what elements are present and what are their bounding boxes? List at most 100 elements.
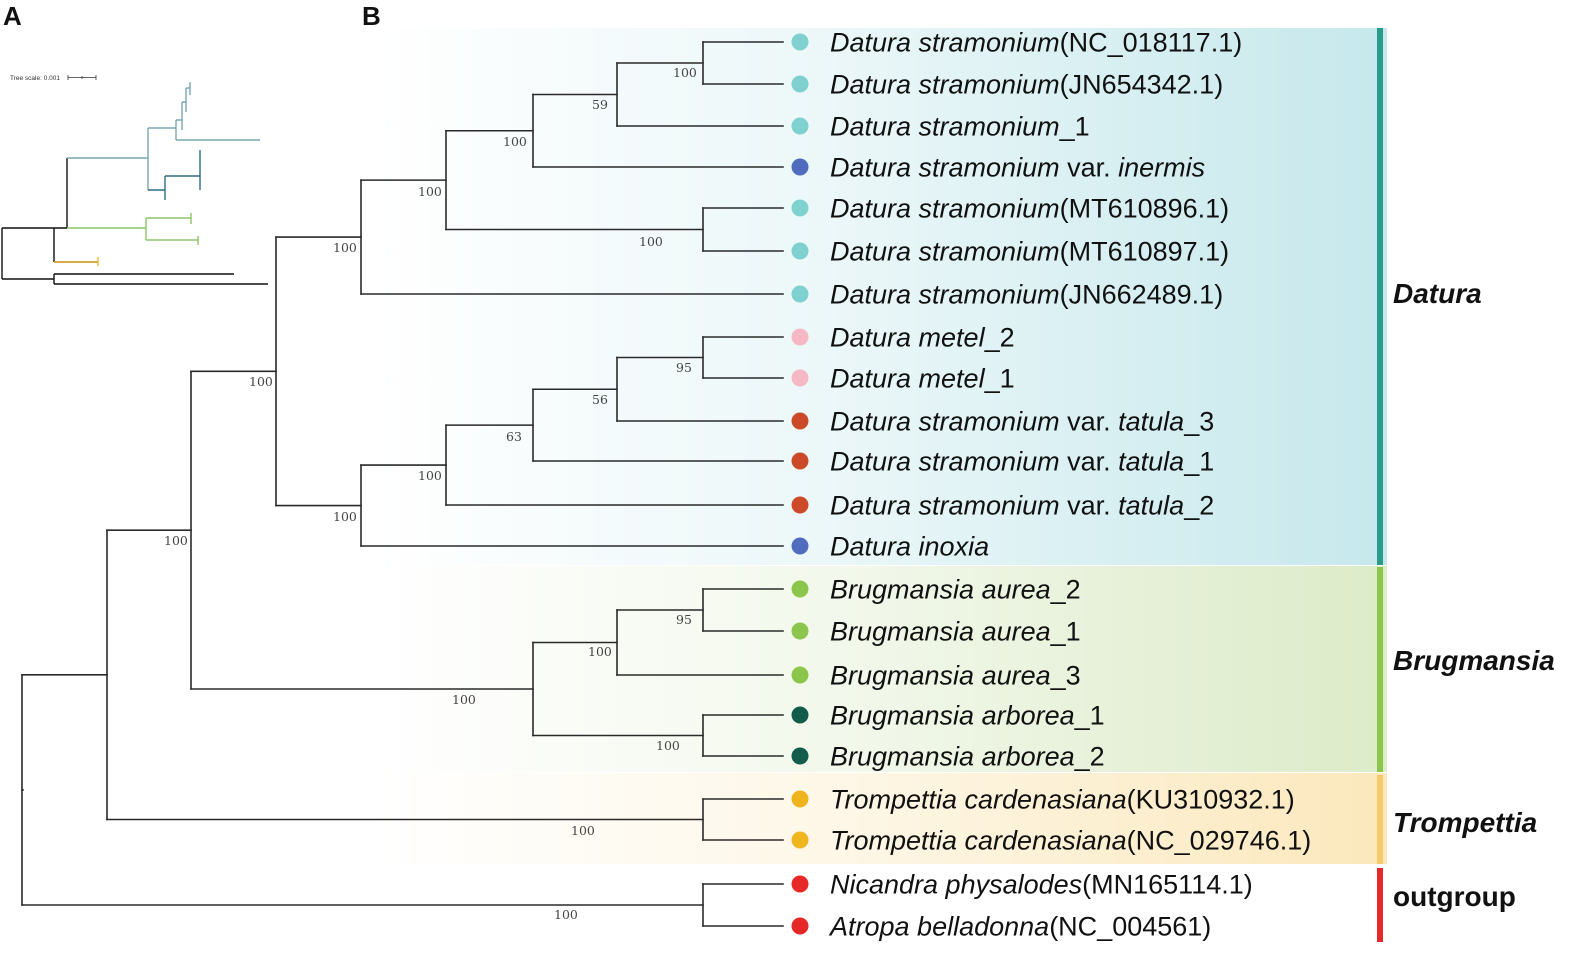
- tip-dot-t19: [791, 790, 809, 808]
- taxon-label-t15: Brugmansia aurea_1: [830, 617, 1081, 647]
- taxon-label-t9: Datura metel_1: [830, 364, 1015, 394]
- tree-branches: [21, 41, 784, 927]
- bootstrap-n_out: 100: [554, 907, 578, 922]
- taxon-suffix: (JN662489.1): [1060, 280, 1224, 310]
- taxon-suffix: _3: [1050, 661, 1081, 691]
- panel-a-label: A: [3, 1, 22, 31]
- bootstrap-n_t17t18: 100: [656, 738, 680, 753]
- taxon-label-t4: Datura stramonium var. inermis: [830, 153, 1205, 183]
- taxon-name: Datura stramonium: [830, 407, 1060, 437]
- tip-dot-t17: [791, 706, 809, 724]
- taxon-label-t6: Datura stramonium(MT610897.1): [830, 237, 1229, 267]
- taxon-suffix: (NC_018117.1): [1060, 28, 1243, 58]
- taxon-suffix: (JN654342.1): [1060, 70, 1224, 100]
- panel-a-thumbnail-tree: Tree scale: 0.001: [1, 75, 268, 285]
- taxon-suffix: _1: [984, 364, 1015, 394]
- bootstrap-n_datbrug: 100: [164, 533, 188, 548]
- panel-b-label: B: [362, 1, 381, 31]
- taxon-label-t21: Nicandra physalodes(MN165114.1): [830, 870, 1253, 900]
- taxon-label-t20: Trompettia cardenasiana(NC_029746.1): [830, 826, 1311, 856]
- taxon-epithet: tatula: [1118, 447, 1184, 477]
- taxon-label-t10: Datura stramonium var. tatula_3: [830, 407, 1214, 437]
- taxon-name: Brugmansia arborea: [830, 742, 1075, 772]
- taxon-suffix: _1: [1074, 701, 1105, 731]
- taxon-suffix: _2: [1050, 575, 1081, 605]
- thumb-ingroup: [54, 158, 68, 229]
- bootstrap-n_datura: 100: [249, 374, 273, 389]
- clade-backgrounds: [375, 28, 1387, 864]
- taxon-label-t5: Datura stramonium(MT610896.1): [830, 194, 1229, 224]
- taxon-name: Brugmansia arborea: [830, 701, 1075, 731]
- bootstrap-n_t8t9: 95: [676, 360, 692, 375]
- tip-dot-t7: [791, 285, 809, 303]
- thumb-tatula: [148, 150, 201, 200]
- tree-scale-bar: [67, 75, 97, 80]
- tree-scale-label: Tree scale: 0.001: [10, 75, 60, 82]
- taxon-name: Datura inoxia: [830, 532, 989, 562]
- tip-dot-t18: [791, 747, 809, 765]
- taxon-label-t3: Datura stramonium_1: [830, 112, 1090, 142]
- taxon-name: Trompettia cardenasiana: [830, 785, 1127, 815]
- thumb-root: [1, 227, 54, 280]
- taxon-suffix: var.: [1060, 153, 1119, 183]
- taxon-label-t13: Datura inoxia: [830, 532, 989, 562]
- taxon-name: Datura metel: [830, 323, 986, 353]
- tip-dot-t15: [791, 622, 809, 640]
- taxon-label-t22: Atropa belladonna(NC_004561): [828, 912, 1211, 942]
- tip-dot-t13: [791, 537, 809, 555]
- tip-dot-t11: [791, 452, 809, 470]
- tip-dot-t16: [791, 666, 809, 684]
- thumb-outgroup: [53, 273, 268, 285]
- thumb-datura-stem: [67, 128, 149, 190]
- taxon-suffix: _2: [984, 323, 1015, 353]
- taxon-name: Nicandra physalodes: [830, 870, 1082, 900]
- taxon-suffix: var.: [1060, 407, 1119, 437]
- taxon-label-t7: Datura stramonium(JN662489.1): [830, 280, 1223, 310]
- taxon-epithet: tatula: [1118, 491, 1184, 521]
- bootstrap-n_t1t4: 100: [503, 134, 527, 149]
- tip-dot-t12: [791, 496, 809, 514]
- taxon-epithet: inermis: [1118, 153, 1205, 183]
- taxon-suffix: (MN165114.1): [1082, 870, 1253, 900]
- tip-dot-t20: [791, 831, 809, 849]
- taxon-labels: Datura stramonium(NC_018117.1)Datura str…: [828, 28, 1311, 942]
- taxon-name: Datura metel: [830, 364, 986, 394]
- brugmansia-group-bar: [1377, 567, 1383, 772]
- brugmansia-group-label: Brugmansia: [1393, 645, 1555, 676]
- bootstrap-n_t8t12: 100: [418, 468, 442, 483]
- taxon-label-t14: Brugmansia aurea_2: [830, 575, 1081, 605]
- outgroup-group-bar: [1377, 868, 1383, 942]
- tip-markers: [791, 33, 809, 935]
- taxon-epithet: tatula: [1118, 407, 1184, 437]
- taxon-label-t12: Datura stramonium var. tatula_2: [830, 491, 1214, 521]
- bootstrap-n_t1t2: 100: [673, 65, 697, 80]
- taxon-label-t8: Datura metel_2: [830, 323, 1015, 353]
- taxon-suffix: _2: [1074, 742, 1105, 772]
- datura-background: [375, 28, 1387, 565]
- bootstrap-n_t1t3: 59: [592, 97, 608, 112]
- trompettia-group-label: Trompettia: [1393, 807, 1537, 838]
- taxon-index: _2: [1183, 491, 1214, 521]
- taxon-label-t17: Brugmansia arborea_1: [830, 701, 1105, 731]
- taxon-name: Datura stramonium: [830, 70, 1060, 100]
- taxon-name: Brugmansia aurea: [830, 661, 1051, 691]
- tip-dot-t4: [791, 158, 809, 176]
- taxon-index: _3: [1183, 407, 1214, 437]
- taxon-suffix: (NC_029746.1): [1127, 826, 1312, 856]
- trompettia-background: [375, 773, 1387, 864]
- taxon-name: Brugmansia aurea: [830, 575, 1051, 605]
- bootstrap-n_t14t16: 100: [588, 644, 612, 659]
- taxon-name: Brugmansia aurea: [830, 617, 1051, 647]
- brugmansia-background: [375, 566, 1387, 772]
- taxon-suffix: (KU310932.1): [1127, 785, 1295, 815]
- thumb-stramonium: [148, 82, 260, 141]
- thumbnail-branches: [1, 82, 268, 285]
- taxon-suffix: (NC_004561): [1049, 912, 1211, 942]
- taxon-name: Atropa belladonna: [828, 912, 1049, 942]
- tip-dot-t1: [791, 33, 809, 51]
- tip-dot-t6: [791, 242, 809, 260]
- taxon-suffix: var.: [1060, 447, 1119, 477]
- taxon-label-t18: Brugmansia arborea_2: [830, 742, 1105, 772]
- tip-dot-t10: [791, 412, 809, 430]
